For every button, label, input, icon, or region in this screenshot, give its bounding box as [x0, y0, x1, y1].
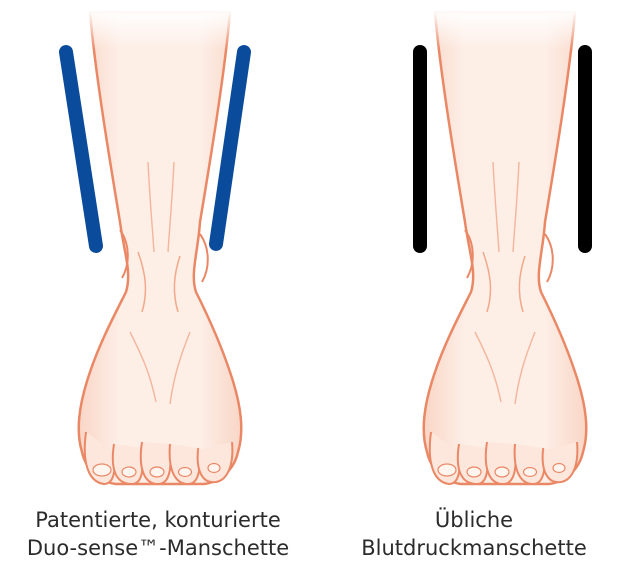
left-panel	[66, 10, 244, 484]
left-caption-line-2: Duo-sense™-Manschette	[0, 534, 316, 562]
left-caption: Patentierte, konturierte Duo-sense™-Mans…	[0, 506, 316, 562]
right-panel	[420, 10, 586, 484]
left-caption-line-1: Patentierte, konturierte	[0, 506, 316, 534]
right-caption-line-1: Übliche	[316, 506, 632, 534]
right-leg-illustration	[424, 10, 587, 484]
right-caption: Übliche Blutdruckmanschette	[316, 506, 632, 562]
left-cuff-left-strap	[66, 52, 96, 246]
right-caption-line-2: Blutdruckmanschette	[316, 534, 632, 562]
